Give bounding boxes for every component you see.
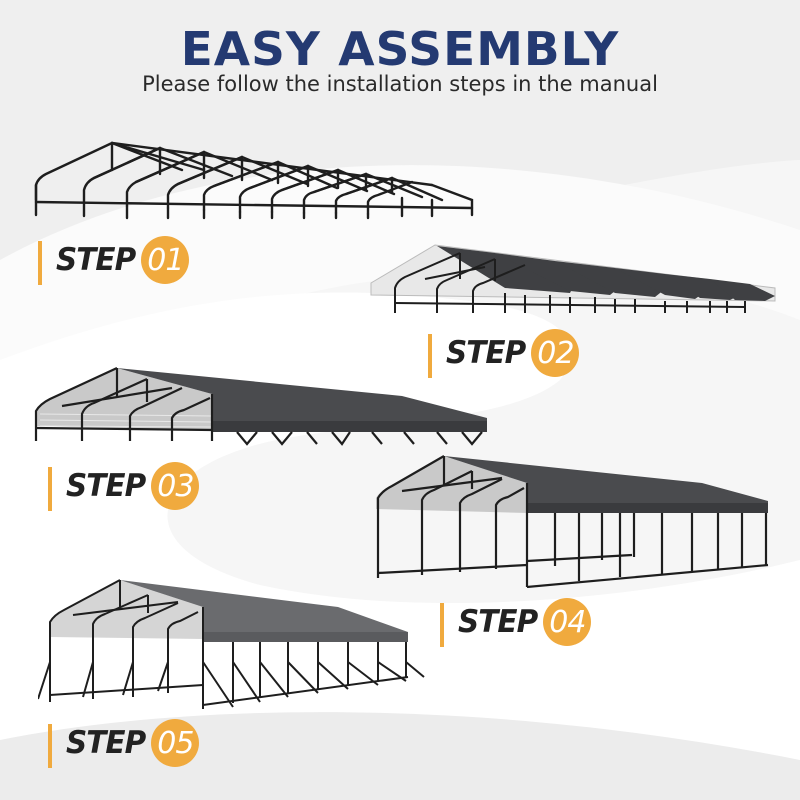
step-word: STEP xyxy=(66,468,146,504)
page-title: EASY ASSEMBLY xyxy=(180,22,620,76)
accent-bar xyxy=(440,603,444,647)
step-number-badge: 01 xyxy=(141,236,190,284)
step-word: STEP xyxy=(446,335,526,371)
step-number-badge: 03 xyxy=(151,462,200,510)
legs-attached-illustration xyxy=(376,455,769,588)
accent-bar xyxy=(48,724,52,768)
step-03-label: STEP 03 xyxy=(48,460,200,512)
partial-roof-panels-illustration xyxy=(370,244,776,313)
step-number-badge: 05 xyxy=(151,719,200,767)
braced-legs-illustration xyxy=(38,579,425,709)
step-number-badge: 04 xyxy=(543,598,592,646)
step-01-label: STEP 01 xyxy=(38,234,190,286)
step-word: STEP xyxy=(66,725,146,761)
page-subtitle: Please follow the installation steps in … xyxy=(142,72,658,96)
step-05-label: STEP 05 xyxy=(48,717,200,769)
step-04-label: STEP 04 xyxy=(440,596,592,648)
step-word: STEP xyxy=(56,242,136,278)
step-number-badge: 02 xyxy=(531,329,580,377)
accent-bar xyxy=(38,241,42,285)
full-roof-cover-illustration xyxy=(34,367,487,446)
accent-bar xyxy=(428,334,432,378)
accent-bar xyxy=(48,467,52,511)
step-word: STEP xyxy=(458,604,538,640)
bare-frame-illustration xyxy=(34,141,474,220)
step-02-label: STEP 02 xyxy=(428,327,580,379)
